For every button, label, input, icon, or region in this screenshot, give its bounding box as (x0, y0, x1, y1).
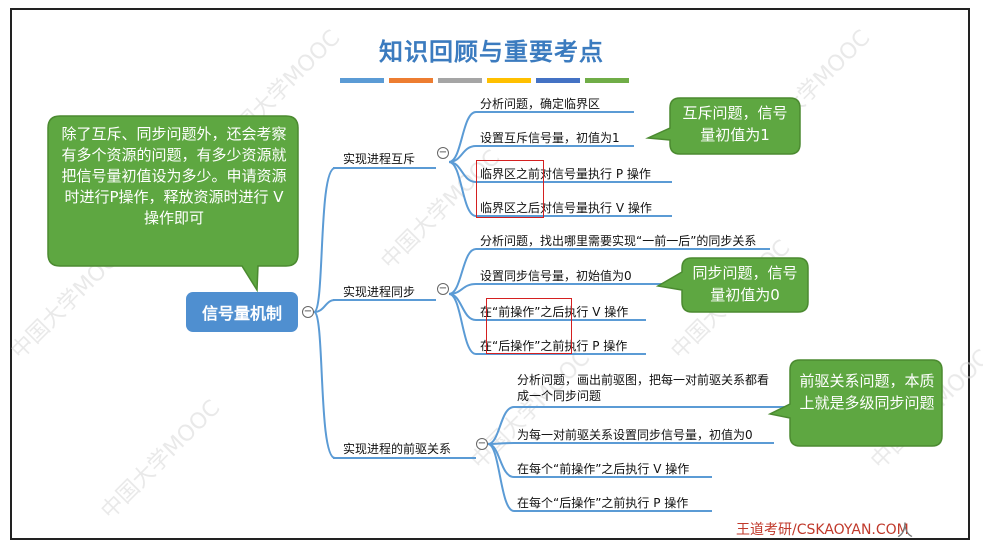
callout-mutex-text: 互斥问题，信号量初值为1 (682, 104, 788, 144)
connector-leaf (487, 442, 515, 445)
credit-text: 王道考研/CSKAOYAN.COM (736, 522, 909, 538)
collapse-icon[interactable]: − (437, 283, 449, 295)
leaf-item[interactable]: 在每个“前操作”之后执行 V 操作 (517, 462, 690, 476)
title-stripe (536, 78, 580, 83)
highlight-box (486, 298, 572, 354)
leaf-item[interactable]: 在每个“后操作”之前执行 P 操作 (517, 496, 689, 510)
connector-root-precedence (313, 311, 336, 459)
callout-mutex-shape (645, 97, 801, 155)
connector-root-sync (313, 299, 336, 313)
page-title: 知识回顾与重要考点 (379, 38, 604, 66)
connector-leaf (487, 443, 515, 478)
title-stripe (585, 78, 629, 83)
leaf-item[interactable]: 在“前操作”之后执行 V 操作 (480, 305, 629, 319)
title-stripe (340, 78, 384, 83)
title-stripe (438, 78, 482, 83)
branch-label-mutex[interactable]: 实现进程互斥 (343, 152, 416, 166)
connector-leaf (448, 248, 477, 295)
callout-precedence-shape (767, 359, 943, 447)
callout-precedence-text: 前驱关系问题，本质上就是多级同步问题 (799, 372, 935, 412)
highlight-box (476, 160, 544, 218)
callout-main-text: 除了互斥、同步问题外，还会考察有多个资源的问题，有多少资源就把信号量初值设为多少… (61, 125, 287, 227)
callout-sync-text: 同步问题，信号量初值为0 (692, 264, 798, 304)
collapse-icon[interactable]: − (302, 306, 314, 318)
slide-frame (10, 8, 970, 540)
leaf-item[interactable]: 临界区之后对信号量执行 V 操作 (480, 201, 652, 215)
connector-leaf (487, 406, 515, 445)
connector-leaf (448, 283, 477, 295)
connector-leaf (487, 443, 515, 512)
leaf-item[interactable]: 为每一对前驱关系设置同步信号量，初值为0 (517, 428, 753, 442)
connector-leaf (448, 161, 477, 217)
leaf-item[interactable]: 设置互斥信号量，初值为1 (480, 131, 620, 145)
leaf-item[interactable]: 分析问题，画出前驱图，把每一对前驱关系都看成一个同步问题 (517, 373, 770, 403)
title-stripe (389, 78, 433, 83)
callout-main-shape (47, 115, 299, 293)
root-node[interactable]: 信号量机制 (186, 292, 298, 332)
collapse-icon[interactable]: − (476, 438, 488, 450)
leaf-item[interactable]: 分析问题，找出哪里需要实现“一前一后”的同步关系 (480, 234, 757, 248)
callout-sync-shape (655, 257, 809, 313)
connector-leaf (448, 293, 477, 355)
collapse-icon[interactable]: − (437, 147, 449, 159)
connector-leaf (448, 111, 477, 163)
title-stripe (487, 78, 531, 83)
leaf-item[interactable]: 临界区之前对信号量执行 P 操作 (480, 167, 651, 181)
leaf-item[interactable]: 设置同步信号量，初始值为0 (480, 269, 632, 283)
credit-overlay-text: 人 (897, 521, 914, 540)
branch-label-sync[interactable]: 实现进程同步 (343, 285, 416, 299)
branch-label-precedence[interactable]: 实现进程的前驱关系 (343, 442, 452, 456)
leaf-item[interactable]: 在“后操作”之前执行 P 操作 (480, 339, 628, 353)
connector-root-mutex (313, 167, 336, 313)
leaf-item[interactable]: 分析问题，确定临界区 (480, 97, 601, 111)
